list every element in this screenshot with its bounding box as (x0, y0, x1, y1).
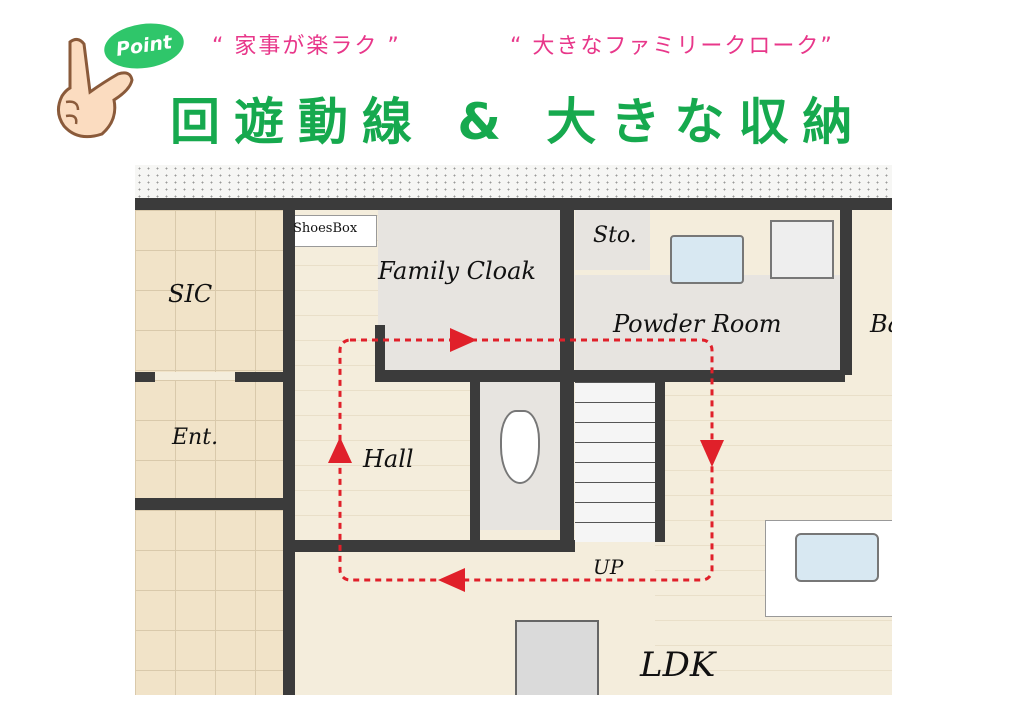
subtitle-1: “ 家事が楽ラク ” (212, 34, 401, 59)
family-cloak-label: Family Cloak (378, 257, 536, 285)
wall (560, 210, 574, 550)
sofa (515, 620, 599, 695)
wall (135, 198, 892, 210)
wall (295, 540, 575, 552)
hall-label: Hall (363, 445, 414, 473)
sink (670, 235, 744, 284)
wall (375, 370, 845, 382)
washing-machine (770, 220, 834, 279)
staircase (575, 382, 655, 542)
circulation-route (328, 328, 724, 592)
arrow-left-icon (438, 568, 465, 592)
toilet (500, 410, 540, 484)
subtitle-2: “ 大きなファミリークローク” (510, 34, 834, 59)
wall (135, 372, 155, 382)
arrow-right-icon (450, 328, 477, 352)
pointing-hand-icon (48, 30, 138, 140)
storage-room (575, 210, 650, 270)
wall (655, 382, 665, 542)
storage-label: Sto. (593, 223, 637, 248)
ldk-label: LDK (640, 645, 716, 685)
wall (283, 210, 295, 695)
powder-room (575, 275, 840, 370)
page-title: 回遊動線 & 大きな収納 (170, 93, 867, 151)
wall (375, 325, 385, 382)
wall (840, 210, 852, 375)
powder-room-label: Powder Room (613, 310, 782, 338)
arrow-up-icon (328, 437, 352, 463)
entrance-room (135, 380, 283, 500)
floor-plan: ShoesBox Family Cloak Sto. Powder Room B… (135, 165, 892, 695)
entrance-label: Ent. (172, 425, 219, 450)
gravel-strip (135, 165, 892, 198)
sic-label: SIC (168, 280, 213, 308)
kitchen-sink (795, 533, 879, 582)
arrow-down-icon (700, 440, 724, 467)
wall (470, 382, 480, 542)
porch (135, 510, 283, 695)
shoes-box (290, 215, 377, 247)
wall (235, 372, 285, 382)
stairs-up-label: UP (593, 555, 624, 579)
bath-label: Ba (870, 310, 892, 338)
wall (135, 498, 285, 510)
sic-room (135, 210, 283, 372)
shoes-box-label: ShoesBox (293, 221, 358, 236)
